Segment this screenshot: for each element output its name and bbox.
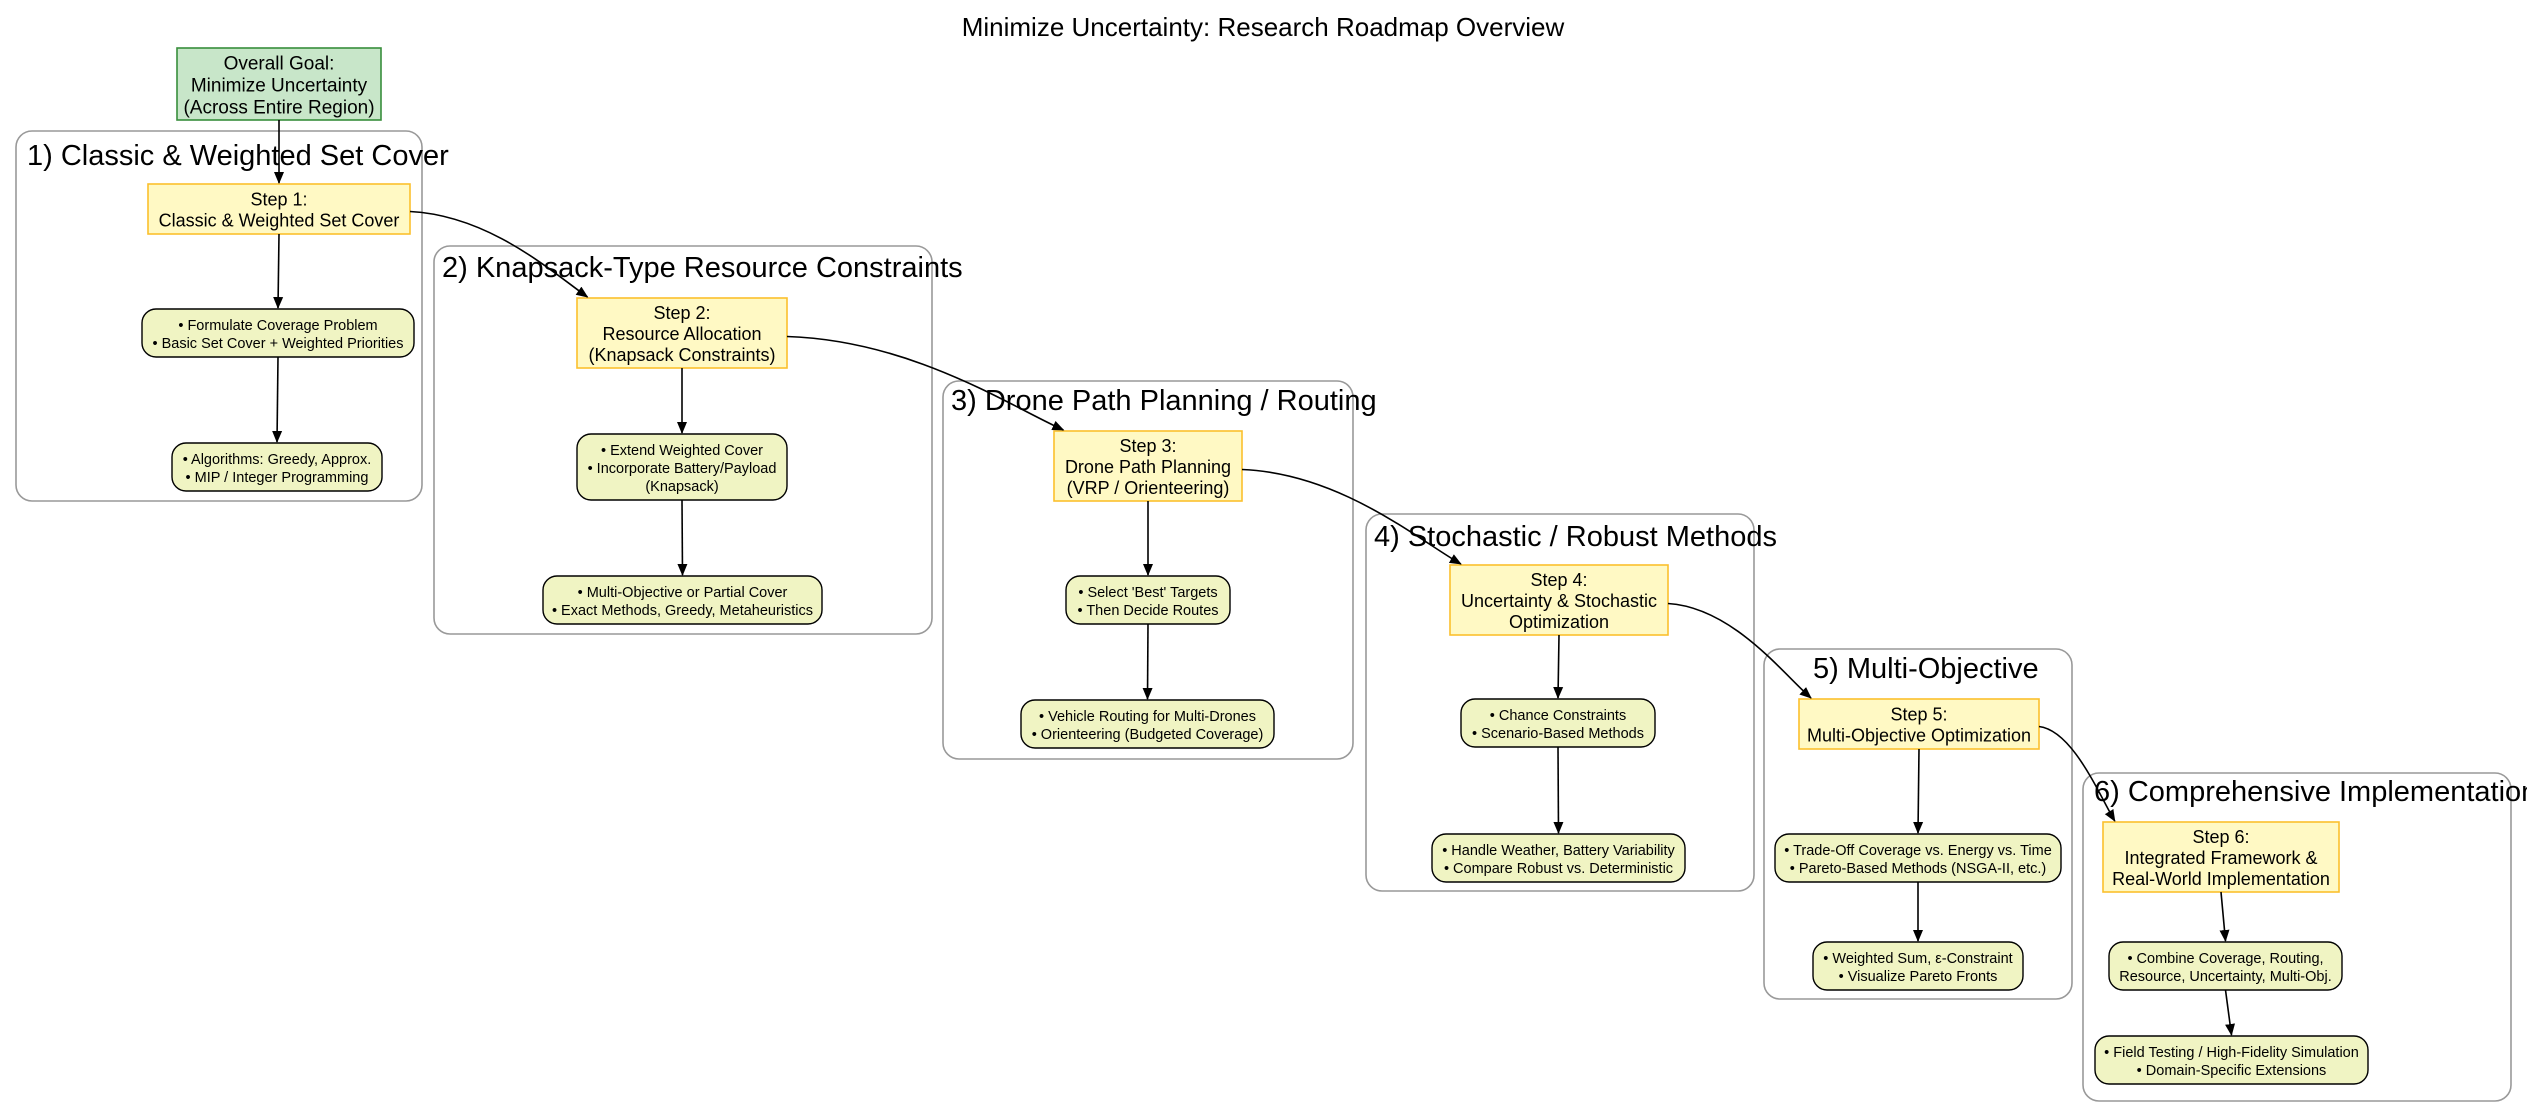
step-label: Multi-Objective Optimization [1807, 726, 2031, 746]
bullet-text: • Scenario-Based Methods [1472, 726, 1644, 742]
bullet-text: • Compare Robust vs. Deterministic [1444, 861, 1673, 877]
step-label: Real-World Implementation [2112, 869, 2330, 889]
edge-step6-bullet1-to-bullet2 [2224, 989, 2236, 1036]
bullet-text: • Visualize Pareto Fronts [1839, 969, 1998, 985]
edge-step1-to-bullet1 [273, 233, 284, 309]
bullet-text: • Combine Coverage, Routing, [2127, 951, 2323, 967]
cluster-label: 3) Drone Path Planning / Routing [951, 385, 1377, 417]
goal-layer: Overall Goal:Minimize Uncertainty(Across… [176, 47, 382, 121]
bullet-node-4-1: • Chance Constraints • Scenario-Based Met… [1460, 698, 1656, 748]
edge-step4-to-bullet1 [1553, 634, 1564, 699]
edge-step3-to-step4 [1241, 468, 1462, 565]
bullet-text: • Orienteering (Budgeted Coverage) [1032, 727, 1264, 743]
cluster-label: 6) Comprehensive Implementation [2094, 776, 2527, 808]
bullet-text: • Formulate Coverage Problem [178, 318, 377, 334]
bullet-text: • Chance Constraints [1490, 708, 1626, 724]
bullet-text: (Knapsack) [645, 479, 718, 495]
bullet-text: • Exact Methods, Greedy, Metaheuristics [552, 603, 813, 619]
step-node-3: Step 3:Drone Path Planning(VRP / Oriente… [1053, 430, 1243, 502]
step-box [576, 297, 788, 369]
edge-step5-to-step6 [2038, 725, 2116, 822]
edge-step2-bullet1-to-bullet2 [677, 499, 688, 576]
bullet-text: • Extend Weighted Cover [601, 443, 763, 459]
bullet-node-1-2: • Algorithms: Greedy, Approx. • MIP / Int… [171, 442, 383, 492]
edge-step4-bullet1-to-bullet2 [1553, 746, 1564, 834]
step-label: (VRP / Orienteering) [1067, 478, 1230, 498]
step-label: Step 5: [1890, 705, 1947, 725]
step-node-5: Step 5:Multi-Objective Optimization [1798, 698, 2040, 750]
bullet-node-2-1: • Extend Weighted Cover • Incorporate Bat… [576, 433, 788, 501]
bullet-text: • Handle Weather, Battery Variability [1442, 843, 1675, 859]
step-label: Step 6: [2192, 827, 2249, 847]
goal-label: Minimize Uncertainty [191, 75, 368, 96]
step-label: Drone Path Planning [1065, 457, 1231, 477]
step-box [2102, 821, 2340, 893]
step-label: Uncertainty & Stochastic [1461, 591, 1657, 611]
cluster-label: 2) Knapsack-Type Resource Constraints [442, 252, 963, 284]
bullet-box [542, 575, 823, 625]
step-label: Step 2: [653, 303, 710, 323]
step-label: Integrated Framework & [2124, 848, 2317, 868]
step-node-4: Step 4:Uncertainty & StochasticOptimizat… [1449, 564, 1669, 636]
step-label: (Knapsack Constraints) [588, 345, 775, 365]
edge-step6-to-bullet1 [2219, 891, 2230, 942]
goal-label: Overall Goal: [224, 53, 335, 74]
step-label: Step 3: [1119, 436, 1176, 456]
bullet-text: Resource, Uncertainty, Multi-Obj. [2119, 969, 2331, 985]
bullet-text: • Weighted Sum, ε-Constraint [1823, 951, 2012, 967]
bullet-node-3-1: • Select 'Best' Targets • Then Decide Rou… [1065, 575, 1231, 625]
bullet-node-2-2: • Multi-Objective or Partial Cover • Exac… [542, 575, 823, 625]
bullet-node-5-2: • Weighted Sum, ε-Constraint • Visualize … [1812, 941, 2024, 991]
bullet-text: • Basic Set Cover + Weighted Priorities [152, 336, 403, 352]
bullet-node-4-2: • Handle Weather, Battery Variability • C… [1431, 833, 1686, 883]
cluster-label: 4) Stochastic / Robust Methods [1374, 521, 1777, 553]
bullet-node-6-1: • Combine Coverage, Routing, Resource, Un… [2108, 941, 2343, 991]
step-node-1: Step 1:Classic & Weighted Set Cover [147, 183, 411, 235]
edge-step1-to-step2 [409, 210, 589, 298]
bullet-box [1812, 941, 2024, 991]
bullet-text: • MIP / Integer Programming [186, 470, 369, 486]
bullet-box [2094, 1035, 2369, 1085]
bullet-node-5-1: • Trade-Off Coverage vs. Energy vs. Time… [1774, 833, 2062, 883]
edge-step5-to-bullet1 [1913, 748, 1924, 834]
edge-step3-bullet1-to-bullet2 [1142, 623, 1153, 700]
bullet-text: • Field Testing / High-Fidelity Simulati… [2104, 1045, 2359, 1061]
goal-box [176, 47, 382, 121]
bullet-text: • Domain-Specific Extensions [2137, 1063, 2327, 1079]
step-label: Classic & Weighted Set Cover [159, 211, 400, 231]
step-label: Resource Allocation [602, 324, 761, 344]
edges-layer [272, 120, 2236, 1036]
bullet-node-6-2: • Field Testing / High-Fidelity Simulati… [2094, 1035, 2369, 1085]
step-box [1449, 564, 1669, 636]
bullet-box [1431, 833, 1686, 883]
step-label: Step 1: [250, 190, 307, 210]
bullet-text: • Multi-Objective or Partial Cover [578, 585, 788, 601]
bullet-text: • Trade-Off Coverage vs. Energy vs. Time [1784, 843, 2052, 859]
bullet-text: • Select 'Best' Targets [1078, 585, 1217, 601]
edge-step4-to-step5 [1667, 602, 1812, 699]
nodes-layer: Step 1:Classic & Weighted Set Cover • For… [141, 183, 2369, 1085]
step-node-2: Step 2:Resource Allocation(Knapsack Cons… [576, 297, 788, 369]
goal-node: Overall Goal:Minimize Uncertainty(Across… [176, 47, 382, 121]
step-box [1053, 430, 1243, 502]
goal-label: (Across Entire Region) [183, 97, 374, 118]
bullet-node-1-1: • Formulate Coverage Problem • Basic Set … [141, 308, 415, 358]
bullet-text: • Pareto-Based Methods (NSGA-II, etc.) [1790, 861, 2047, 877]
bullet-text: • Vehicle Routing for Multi-Drones [1039, 709, 1256, 725]
bullet-text: • Then Decide Routes [1077, 603, 1218, 619]
bullet-text: • Incorporate Battery/Payload [588, 461, 777, 477]
cluster-label: 5) Multi-Objective [1813, 653, 2039, 685]
step-label: Step 4: [1530, 570, 1587, 590]
diagram-title: Minimize Uncertainty: Research Roadmap O… [962, 12, 1565, 42]
edge-step1-bullet1-to-bullet2 [272, 356, 283, 443]
bullet-box [1020, 699, 1275, 749]
bullet-text: • Algorithms: Greedy, Approx. [183, 452, 372, 468]
step-label: Optimization [1509, 612, 1609, 632]
bullet-box [171, 442, 383, 492]
bullet-node-3-2: • Vehicle Routing for Multi-Drones • Orie… [1020, 699, 1275, 749]
edge-step2-to-step3 [786, 335, 1065, 431]
step-node-6: Step 6:Integrated Framework &Real-World … [2102, 821, 2340, 893]
cluster-label: 1) Classic & Weighted Set Cover [27, 140, 449, 172]
